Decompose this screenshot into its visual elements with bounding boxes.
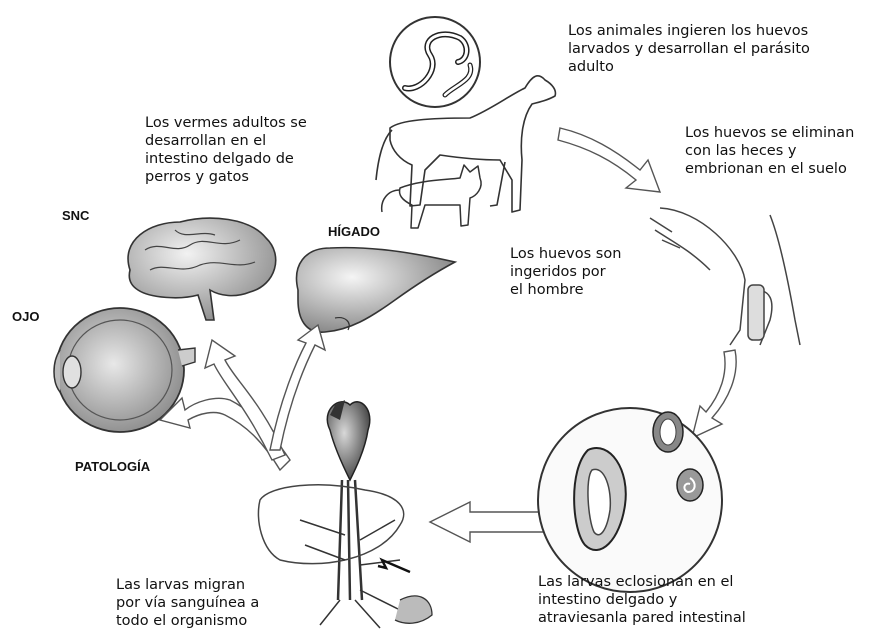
circulatory-system-icon — [258, 400, 432, 628]
cat-icon — [382, 165, 481, 228]
pathology-arrows — [160, 325, 325, 470]
caption-larvae-migrate: Las larvas migran por vía sanguínea a to… — [116, 576, 259, 630]
label-patologia: PATOLOGÍA — [75, 459, 150, 474]
label-ojo: OJO — [12, 309, 39, 324]
arrow-dog-to-soil — [558, 128, 660, 192]
worm-inset-icon — [390, 17, 480, 107]
label-higado: HÍGADO — [328, 224, 380, 239]
caption-larvae-hatch: Las larvas eclosionan en el intestino de… — [538, 573, 746, 627]
arrow-throat-to-intestine — [692, 350, 736, 438]
label-snc: SNC — [62, 208, 89, 223]
dog-icon — [376, 76, 555, 212]
caption-adult-worms: Los vermes adultos se desarrollan en el … — [145, 114, 307, 186]
human-throat-icon — [650, 208, 800, 345]
caption-animals-ingest-eggs: Los animales ingieren los huevos larvado… — [568, 22, 810, 76]
liver-icon — [297, 248, 455, 333]
caption-eggs-ingested-human: Los huevos son ingeridos por el hombre — [510, 245, 621, 299]
caption-eggs-eliminated: Los huevos se eliminan con las heces y e… — [685, 124, 854, 178]
brain-icon — [128, 218, 276, 320]
intestine-inset-icon — [538, 408, 722, 592]
